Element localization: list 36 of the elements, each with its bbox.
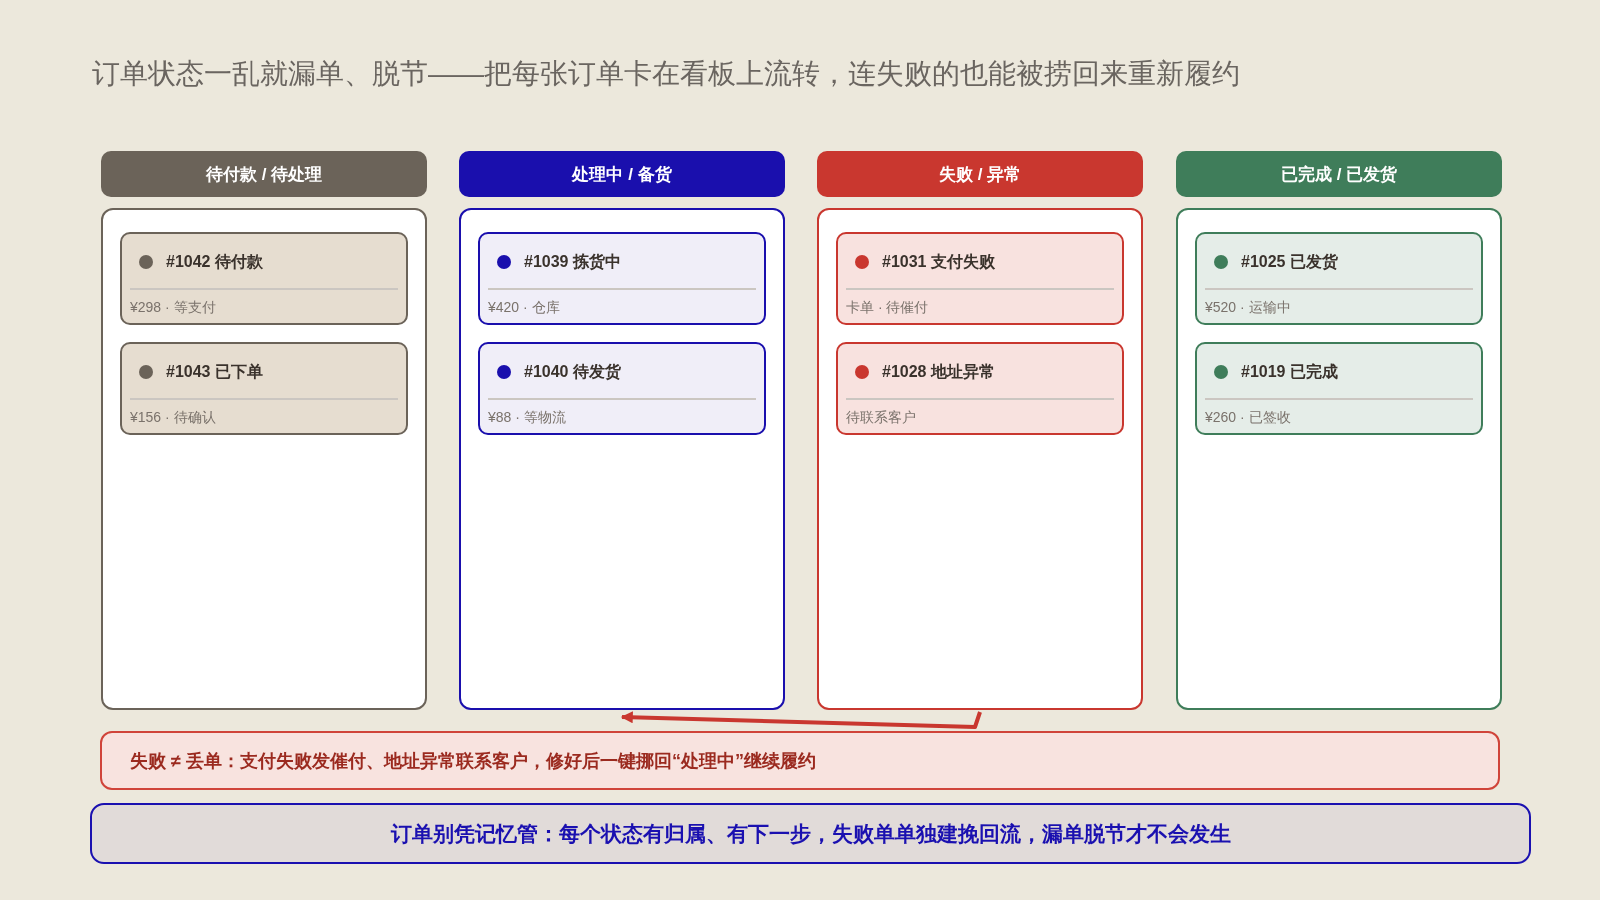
column-header: 待付款 / 待处理: [101, 151, 427, 197]
order-card: [1195, 232, 1483, 325]
order-card: [120, 342, 408, 435]
column-header: 处理中 / 备货: [459, 151, 785, 197]
card-title: #1019 已完成: [1241, 362, 1338, 382]
card-title: #1040 待发货: [524, 362, 621, 382]
card-detail: 卡单 · 待催付: [846, 298, 929, 316]
note-box: 失败 ≠ 丢单：支付失败发催付、地址异常联系客户，修好后一键挪回“处理中”继续履约: [100, 731, 1500, 790]
column-header: 已完成 / 已发货: [1176, 151, 1502, 197]
card-title: #1042 待付款: [166, 252, 263, 272]
card-title: #1043 已下单: [166, 362, 263, 382]
order-card: [478, 342, 766, 435]
summary-banner: 订单别凭记忆管：每个状态有归属、有下一步，失败单单独建挽回流，漏单脱节才不会发生: [90, 803, 1531, 864]
card-detail: ¥298 · 等支付: [130, 298, 216, 316]
order-card: [478, 232, 766, 325]
card-detail: ¥520 · 运输中: [1205, 298, 1291, 316]
order-card: [836, 342, 1124, 435]
arrow: [620, 711, 982, 729]
order-card: [836, 232, 1124, 325]
card-title: #1028 地址异常: [882, 362, 995, 382]
card-title: #1031 支付失败: [882, 252, 995, 272]
card-detail: ¥260 · 已签收: [1205, 408, 1291, 426]
column-panel: [459, 208, 785, 710]
card-detail: ¥88 · 等物流: [488, 408, 566, 426]
card-detail: ¥420 · 仓库: [488, 298, 560, 316]
title: 订单状态一乱就漏单、脱节——把每张订单卡在看板上流转，连失败的也能被捞回来重新履约: [92, 57, 1240, 91]
column-panel: [101, 208, 427, 710]
card-detail: 待联系客户: [846, 408, 916, 426]
card-detail: ¥156 · 待确认: [130, 408, 216, 426]
card-title: #1039 拣货中: [524, 252, 621, 272]
order-card: [1195, 342, 1483, 435]
column-panel: [1176, 208, 1502, 710]
card-title: #1025 已发货: [1241, 252, 1338, 272]
order-card: [120, 232, 408, 325]
column-panel: [817, 208, 1143, 710]
column-header: 失败 / 异常: [817, 151, 1143, 197]
